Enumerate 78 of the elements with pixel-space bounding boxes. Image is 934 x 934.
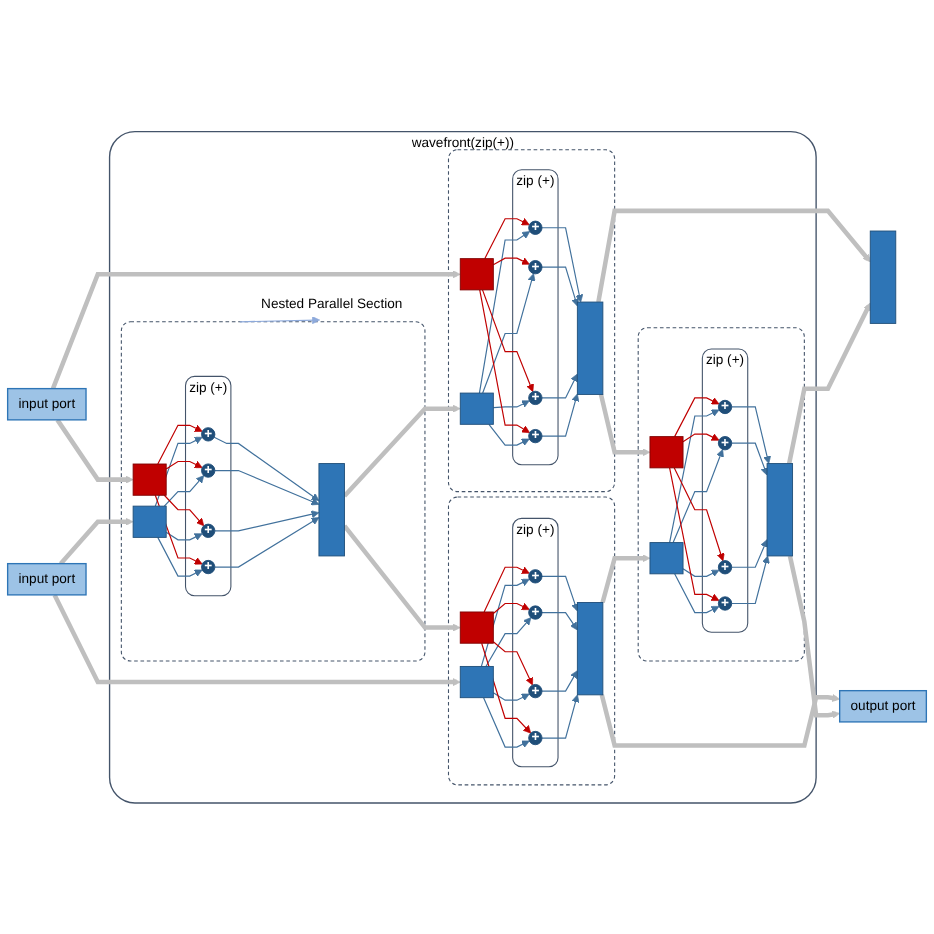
arrow	[541, 226, 584, 303]
arrow	[492, 602, 530, 614]
node-bar	[318, 462, 345, 557]
node-box	[459, 611, 494, 644]
arrow	[165, 531, 203, 541]
arrow	[787, 555, 841, 719]
node-bar	[766, 462, 794, 557]
arrow	[213, 436, 320, 501]
arrow	[731, 442, 769, 476]
arrow	[731, 539, 768, 568]
node-box	[649, 435, 684, 468]
arrow	[482, 272, 536, 394]
arrow	[52, 593, 461, 686]
arrow	[731, 555, 770, 604]
arrow	[483, 696, 530, 748]
arrow	[682, 567, 720, 577]
arrow	[541, 266, 580, 307]
arrow	[600, 553, 651, 603]
arrow	[669, 466, 720, 601]
arrow	[163, 474, 205, 507]
arrow	[154, 494, 203, 565]
cluster	[447, 148, 616, 492]
arrow	[672, 448, 724, 543]
node-box	[459, 392, 494, 425]
arrow	[673, 466, 725, 561]
arrow	[674, 396, 720, 437]
arrow	[239, 315, 320, 324]
arrow	[731, 406, 771, 464]
arrow	[55, 418, 134, 484]
node-bar	[576, 301, 604, 395]
node-box	[459, 665, 494, 698]
arrow	[541, 393, 580, 437]
node-box	[132, 463, 167, 496]
cluster	[637, 326, 805, 662]
arrow	[492, 640, 534, 686]
arrow	[481, 289, 534, 392]
arrow	[541, 694, 580, 739]
arrow	[342, 524, 461, 632]
arrow	[214, 469, 320, 505]
arrow	[479, 289, 530, 433]
arrow	[674, 572, 720, 613]
arrow	[342, 404, 461, 498]
arrow	[492, 691, 530, 701]
cluster	[447, 496, 616, 786]
arrow	[50, 269, 461, 390]
node-box	[459, 257, 494, 291]
arrow	[59, 517, 134, 565]
arrow	[596, 208, 871, 303]
arrow	[480, 578, 530, 667]
arrow	[483, 566, 530, 613]
arrow	[154, 436, 203, 507]
arrow	[484, 217, 530, 259]
arrow	[541, 611, 578, 630]
arrow	[488, 423, 530, 446]
cluster	[120, 320, 426, 662]
arrow	[214, 510, 320, 532]
arrow	[541, 373, 578, 399]
node-bar	[576, 601, 604, 695]
arrow	[481, 642, 532, 734]
arrow	[214, 516, 320, 568]
arrow	[682, 433, 720, 442]
arrow	[163, 494, 205, 526]
arrow	[157, 424, 203, 465]
arrow	[492, 257, 530, 266]
arrow	[478, 230, 531, 394]
arrow	[669, 409, 720, 543]
arrow	[157, 536, 203, 577]
arrow	[598, 393, 651, 456]
arrow	[599, 693, 841, 748]
node-bar	[869, 230, 897, 324]
node-box	[132, 505, 167, 538]
arrow	[541, 670, 578, 692]
arrow	[165, 460, 203, 470]
arrow	[786, 302, 871, 464]
node-box	[649, 541, 684, 574]
arrow	[485, 616, 532, 667]
arrow	[541, 575, 579, 612]
arrow	[492, 400, 530, 408]
